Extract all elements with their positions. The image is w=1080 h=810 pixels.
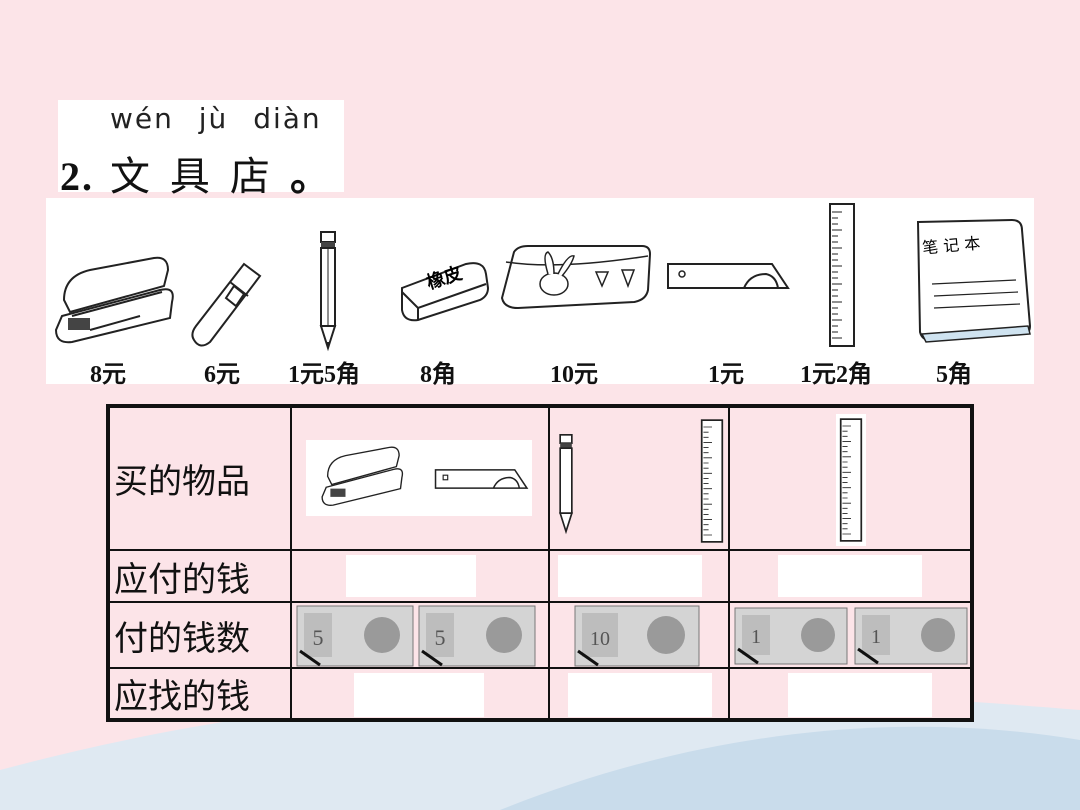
one-yuan-notes: 1 1 xyxy=(734,607,968,665)
notebook-label: 笔 记 本 xyxy=(921,233,982,258)
items-cell-2 xyxy=(548,405,730,551)
pencil-icon xyxy=(319,231,337,352)
row-label-items: 买的物品 xyxy=(107,405,292,551)
table-row: 应找的钱 xyxy=(107,667,973,721)
svg-text:5: 5 xyxy=(435,625,446,650)
price-ruler: 1元2角 xyxy=(800,362,872,388)
items-cell-3 xyxy=(728,405,973,551)
items-image-box xyxy=(836,414,866,546)
banknote-5-icon: 5 xyxy=(418,605,536,667)
banknote-5-icon: 5 xyxy=(296,605,414,667)
answer-box[interactable] xyxy=(558,555,702,597)
change-cell-2[interactable] xyxy=(548,667,730,721)
change-cell-1[interactable] xyxy=(290,667,550,721)
ruler-icon xyxy=(700,419,724,543)
price-set-square: 1元 xyxy=(708,362,744,388)
answer-box[interactable] xyxy=(346,555,476,597)
glue-stick-icon xyxy=(191,262,262,347)
title-period: 。 xyxy=(289,153,332,200)
price-stapler: 8元 xyxy=(90,362,126,388)
ruler-icon xyxy=(839,418,863,542)
exercise-title: 文具店 xyxy=(109,154,290,200)
answer-box[interactable] xyxy=(788,673,932,717)
should-pay-cell-1[interactable] xyxy=(290,549,550,603)
paid-cell-2: 10 xyxy=(548,601,730,669)
exercise-heading: 2. 文具店。 xyxy=(60,144,332,202)
answer-box[interactable] xyxy=(568,673,712,717)
goods-strip: 8元 6元 1元5角 橡皮 8角 10元 1元 xyxy=(46,198,1034,388)
table-row: 买的物品 xyxy=(107,405,973,551)
price-pencil: 1元5角 xyxy=(288,362,360,388)
row-label-paid: 付的钱数 xyxy=(107,601,292,669)
price-eraser: 8角 xyxy=(420,362,456,388)
change-cell-3[interactable] xyxy=(728,667,973,721)
items-cell-1 xyxy=(290,405,550,551)
exercise-number: 2. xyxy=(60,154,94,199)
exercise-title-box: wén jù diàn 2. 文具店。 xyxy=(58,100,344,200)
svg-text:1: 1 xyxy=(871,626,881,648)
banknote-1-icon: 1 xyxy=(854,607,968,665)
stapler-icon xyxy=(321,446,404,506)
row-label-change: 应找的钱 xyxy=(107,667,292,721)
should-pay-cell-2[interactable] xyxy=(548,549,730,603)
pencil-case-icon xyxy=(500,245,652,310)
svg-text:10: 10 xyxy=(590,628,610,650)
notebook-icon xyxy=(916,218,1032,343)
should-pay-cell-3[interactable] xyxy=(728,549,973,603)
svg-text:5: 5 xyxy=(313,625,324,650)
table-row: 付的钱数 5 5 xyxy=(107,601,973,669)
row-label-should-pay: 应付的钱 xyxy=(107,549,292,603)
price-pencil-case: 10元 xyxy=(550,362,598,388)
ruler-icon xyxy=(829,203,855,347)
pencil-icon xyxy=(559,434,573,535)
eraser-icon xyxy=(401,262,490,322)
items-image-box xyxy=(306,440,532,516)
table-row: 应付的钱 xyxy=(107,549,973,603)
paid-cell-3: 1 1 xyxy=(728,601,973,669)
title-pinyin: wén jù diàn xyxy=(110,102,322,135)
shopping-table: 买的物品 xyxy=(106,404,974,722)
answer-box[interactable] xyxy=(354,673,484,717)
paid-cell-1: 5 5 xyxy=(290,601,550,669)
price-glue-stick: 6元 xyxy=(204,362,240,388)
banknote-1-icon: 1 xyxy=(734,607,848,665)
set-square-icon xyxy=(667,263,790,289)
svg-text:1: 1 xyxy=(751,626,761,648)
stapler-icon xyxy=(54,256,174,344)
set-square-icon xyxy=(434,469,529,489)
banknote-10-icon: 10 xyxy=(574,605,700,667)
price-notebook: 5角 xyxy=(936,362,972,388)
answer-box[interactable] xyxy=(778,555,922,597)
five-yuan-notes: 5 5 xyxy=(296,605,536,667)
